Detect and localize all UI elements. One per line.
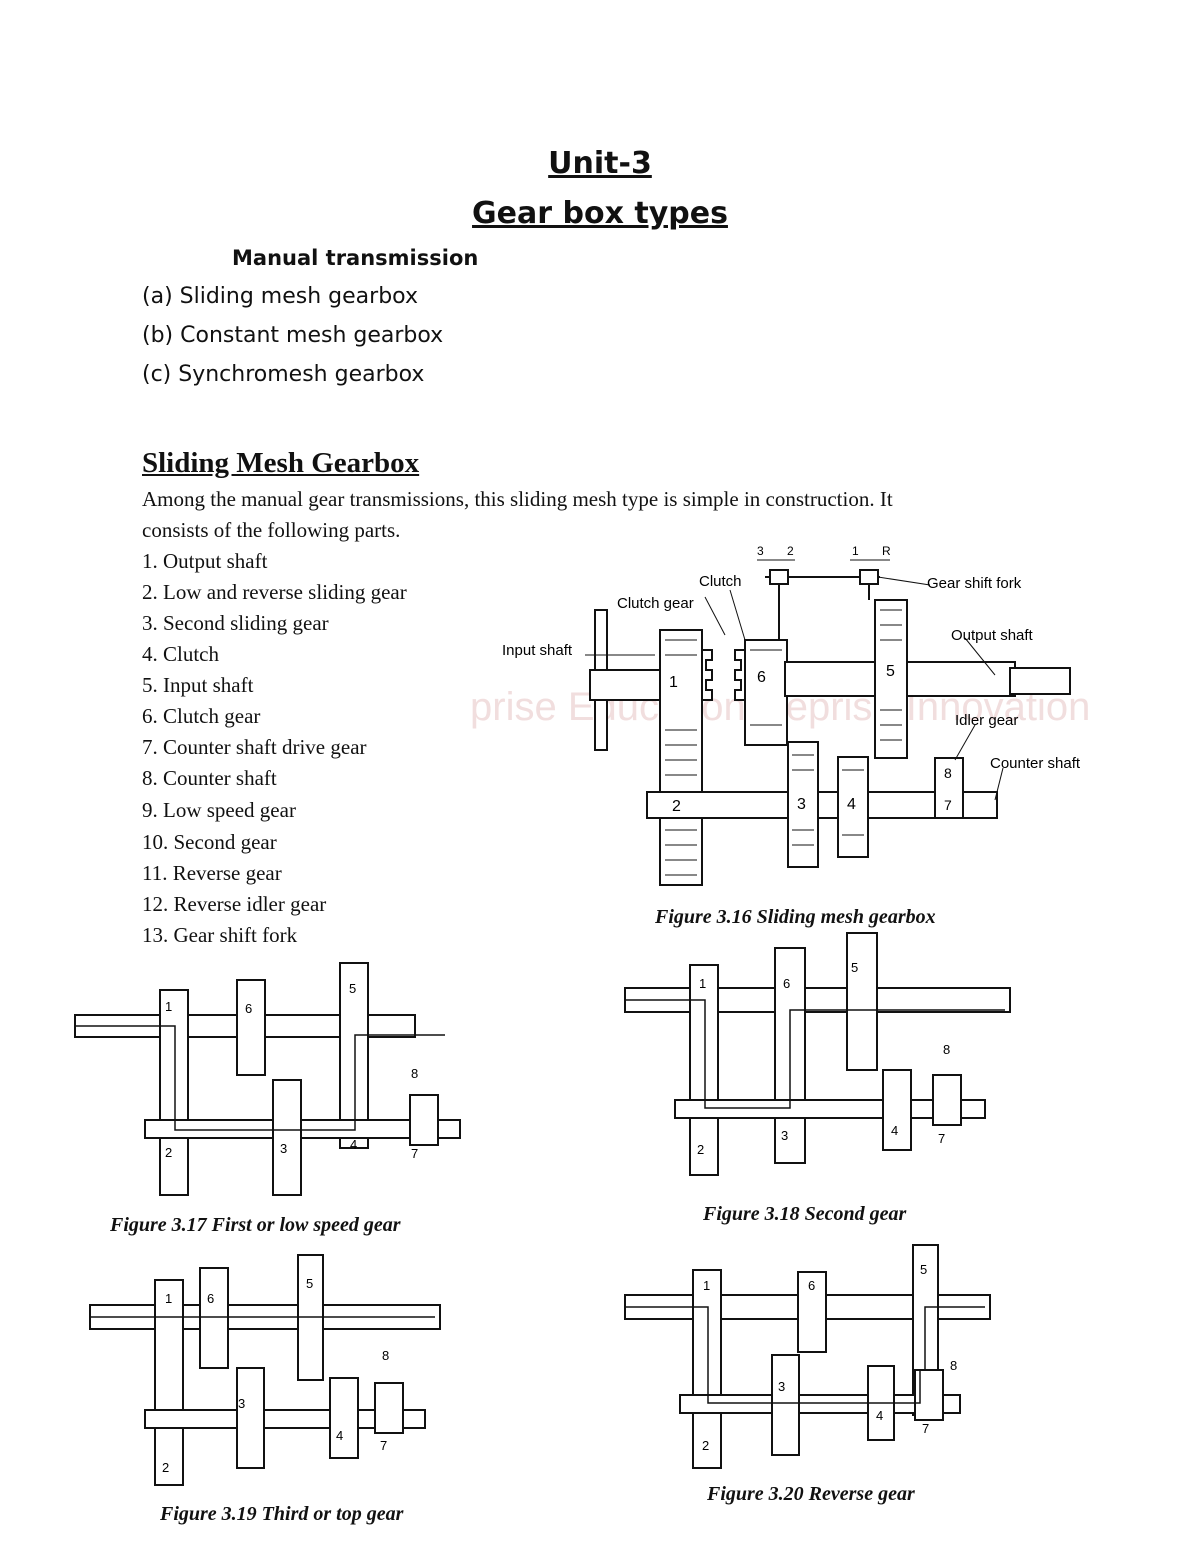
figure-caption: Figure 3.16 Sliding mesh gearbox	[655, 906, 936, 928]
gear-number: 6	[808, 1278, 815, 1293]
gear-number: 4	[336, 1428, 343, 1443]
part-item: 7. Counter shaft drive gear	[142, 735, 367, 759]
gear-number: 6	[245, 1001, 252, 1016]
input-shaft-label: Input shaft	[502, 642, 573, 659]
gear-number: 2	[697, 1142, 704, 1157]
type-item: (c) Synchromesh gearbox	[142, 362, 425, 387]
shift-position-label: 3	[757, 544, 764, 558]
third-gear-diagram: 1 6 5 8 3 4 7 2	[89, 1254, 441, 1486]
gear-number: 7	[411, 1146, 418, 1161]
gear-number: 2	[165, 1145, 172, 1160]
gear-number: 1	[699, 976, 706, 991]
part-item: 6. Clutch gear	[142, 704, 261, 728]
gear-number: 7	[944, 797, 952, 813]
second-gear-diagram: 1 6 5 8 2 3 4 7	[624, 932, 1011, 1176]
shift-position-label: 2	[787, 544, 794, 558]
gear-number: 7	[922, 1421, 929, 1436]
part-item: 3. Second sliding gear	[142, 611, 329, 635]
clutch-gear-label: Clutch gear	[617, 595, 694, 612]
first-gear-diagram: 1 6 5 8 2 3 4 7	[74, 962, 461, 1196]
part-item: 10. Second gear	[142, 830, 277, 854]
gear-number: 5	[920, 1262, 927, 1277]
gear-number: 8	[411, 1066, 418, 1081]
part-item: 13. Gear shift fork	[142, 923, 298, 947]
gear-number: 2	[672, 798, 681, 815]
figure-caption: Figure 3.18 Second gear	[703, 1203, 907, 1225]
manual-transmission-heading: Manual transmission	[232, 246, 479, 270]
gear-number: 4	[891, 1123, 898, 1138]
figure-caption: Figure 3.17 First or low speed gear	[110, 1214, 401, 1236]
gear-number: 4	[350, 1137, 357, 1152]
gear-number: 3	[238, 1396, 245, 1411]
intro-line: Among the manual gear transmissions, thi…	[142, 487, 893, 511]
reverse-gear-diagram: 1 6 5 8 3 4 7 2	[624, 1244, 991, 1469]
sliding-mesh-gearbox-diagram: prise Education Reprise Innovation	[470, 544, 1090, 886]
part-item: 9. Low speed gear	[142, 798, 296, 822]
unit-title: Unit-3	[548, 146, 652, 181]
intro-line: consists of the following parts.	[142, 518, 401, 542]
gear-number: 8	[944, 765, 952, 781]
gear-number: 5	[349, 981, 356, 996]
clutch-label: Clutch	[699, 573, 742, 590]
figure-caption: Figure 3.20 Reverse gear	[707, 1483, 915, 1505]
gear-number: 5	[851, 960, 858, 975]
gear-number: 8	[950, 1358, 957, 1373]
gear-number: 1	[165, 999, 172, 1014]
gear-number: 1	[165, 1291, 172, 1306]
gear-number: 6	[207, 1291, 214, 1306]
type-item: (b) Constant mesh gearbox	[142, 323, 444, 348]
gear-number: 3	[280, 1141, 287, 1156]
figure-caption: Figure 3.19 Third or top gear	[160, 1503, 404, 1525]
output-shaft-label: Output shaft	[951, 627, 1034, 644]
gear-number: 3	[778, 1379, 785, 1394]
gear-number: 5	[306, 1276, 313, 1291]
part-item: 2. Low and reverse sliding gear	[142, 580, 407, 604]
gear-number: 3	[781, 1128, 788, 1143]
gear-number: 7	[938, 1131, 945, 1146]
section-heading: Sliding Mesh Gearbox	[142, 447, 420, 479]
part-item: 12. Reverse idler gear	[142, 892, 327, 916]
shift-position-label: 1	[852, 544, 859, 558]
gear-number: 8	[943, 1042, 950, 1057]
part-item: 11. Reverse gear	[142, 861, 282, 885]
gear-number: 4	[847, 796, 856, 813]
gear-number: 6	[757, 669, 766, 686]
gear-number: 2	[702, 1438, 709, 1453]
gear-number: 8	[382, 1348, 389, 1363]
idler-gear-label: Idler gear	[955, 712, 1018, 729]
gear-number: 5	[886, 663, 895, 680]
gear-number: 3	[797, 796, 806, 813]
type-item: (a) Sliding mesh gearbox	[142, 284, 418, 309]
part-item: 4. Clutch	[142, 642, 219, 666]
gear-number: 1	[669, 674, 678, 691]
gear-number: 1	[703, 1278, 710, 1293]
part-item: 1. Output shaft	[142, 549, 268, 573]
shift-position-label: R	[882, 544, 891, 558]
gear-number: 2	[162, 1460, 169, 1475]
counter-shaft-label: Counter shaft	[990, 755, 1081, 772]
part-item: 5. Input shaft	[142, 673, 254, 697]
gear-number: 6	[783, 976, 790, 991]
gear-shift-fork-label: Gear shift fork	[927, 575, 1022, 592]
gear-number: 4	[876, 1408, 883, 1423]
gear-number: 7	[380, 1438, 387, 1453]
part-item: 8. Counter shaft	[142, 766, 277, 790]
document-title: Gear box types	[472, 196, 728, 231]
